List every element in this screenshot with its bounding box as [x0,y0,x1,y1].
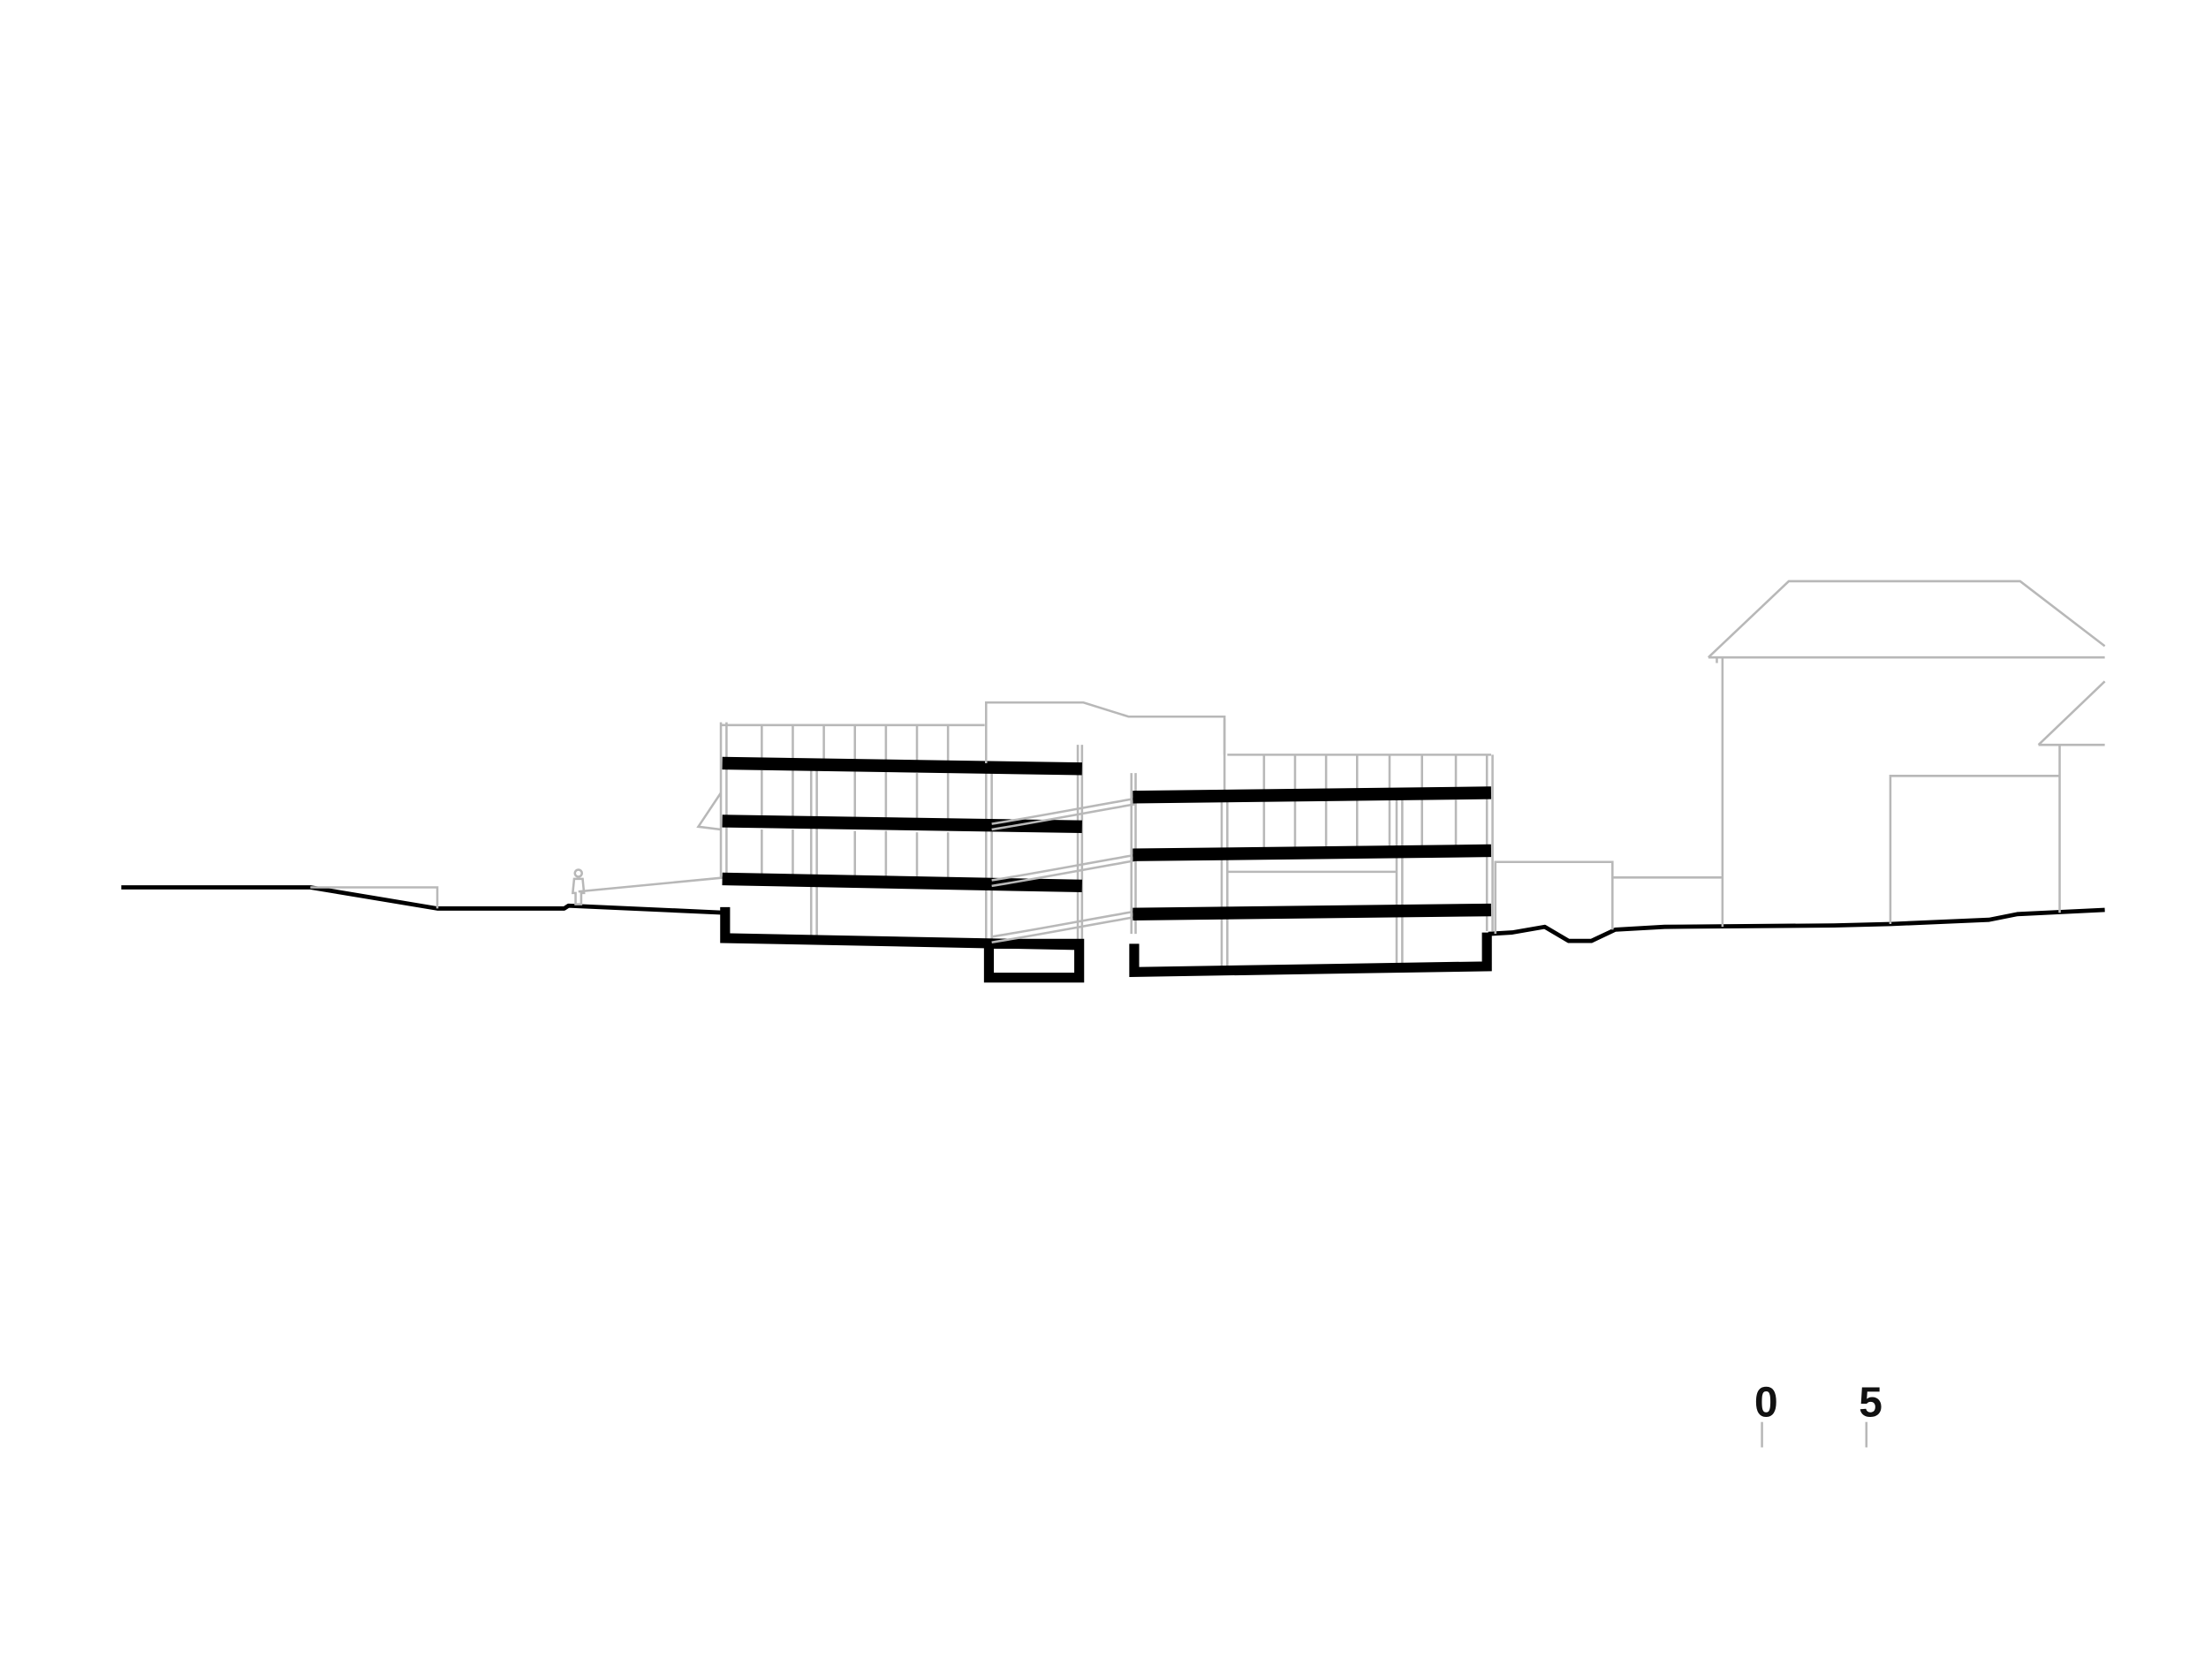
right-glazing [1262,799,1458,850]
ramp-line-left [578,876,725,893]
side-roof [2037,680,2106,746]
left-glazing [761,769,950,883]
left-roof-mullions [761,724,950,767]
left-pit [983,938,1085,983]
left-slab-roof [722,756,1082,776]
connector-volume [984,701,1226,944]
neighbouring-buildings [1494,580,2106,935]
right-building [1129,754,1494,977]
person-figure [571,868,586,905]
right-roof-mullions [1262,754,1458,792]
right-basement [1129,932,1492,977]
terrain-wall-left [310,886,439,909]
left-slab-2 [722,814,1082,833]
left-slab-1 [722,872,1082,893]
right-slab-1 [1133,903,1492,921]
terrain [121,876,2105,943]
ground-line-right [1488,907,2105,943]
right-slab-roof [1133,786,1492,804]
door-opening [1889,775,2060,924]
house-roof [1708,580,2106,659]
ground-line-left [121,885,725,915]
low-wall [1494,860,1723,935]
left-basement [720,906,1082,951]
scale-label-0: 0 [1754,1379,1778,1426]
right-columns [1220,792,1404,968]
left-building [696,722,1085,983]
right-slab-2 [1133,844,1492,861]
scale-bar: 0 5 [1754,1379,1882,1448]
scale-label-5: 5 [1859,1379,1882,1426]
left-columns [809,745,1084,943]
